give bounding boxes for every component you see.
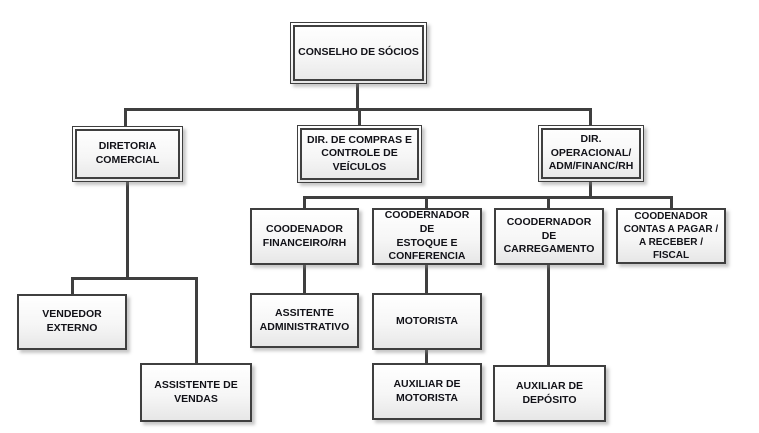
connector-line bbox=[358, 108, 361, 125]
org-node-conselho-de-socios: CONSELHO DE SÓCIOS bbox=[290, 22, 427, 84]
org-node-diretoria-comercial: DIRETORIA COMERCIAL bbox=[72, 126, 183, 182]
org-node-label: MOTORISTA bbox=[395, 314, 459, 327]
org-node-auxiliar-de-deposito: AUXILIAR DE DEPÓSITO bbox=[493, 365, 606, 422]
org-node-assistente-de-vendas: ASSISTENTE DE VENDAS bbox=[140, 363, 252, 422]
org-node-motorista: MOTORISTA bbox=[372, 293, 482, 350]
org-node-coodernador-estoque-conferencia: COODERNADOR DE ESTOQUE E CONFERENCIA bbox=[372, 208, 482, 265]
connector-line bbox=[547, 196, 550, 208]
connector-line bbox=[124, 108, 127, 126]
connector-line bbox=[425, 265, 428, 293]
org-node-auxiliar-de-motorista: AUXILIAR DE MOTORISTA bbox=[372, 363, 482, 420]
org-node-label: ASSITENTE ADMINISTRATIVO bbox=[259, 306, 350, 333]
org-node-label: CONSELHO DE SÓCIOS bbox=[298, 46, 419, 59]
org-node-coodenador-financeiro-rh: COODENADOR FINANCEIRO/RH bbox=[250, 208, 359, 265]
org-node-label: AUXILIAR DE DEPÓSITO bbox=[515, 379, 584, 406]
connector-line bbox=[589, 108, 592, 125]
org-node-label: DIR. OPERACIONAL/ ADM/FINANC/RH bbox=[548, 133, 634, 173]
org-node-label: ASSISTENTE DE VENDAS bbox=[154, 378, 238, 405]
connector-line bbox=[303, 196, 673, 199]
connector-line bbox=[670, 196, 673, 208]
org-node-label: DIRETORIA COMERCIAL bbox=[95, 140, 160, 166]
org-node-dir-compras-controle-veiculos: DIR. DE COMPRAS E CONTROLE DE VEÍCULOS bbox=[297, 125, 422, 183]
connector-line bbox=[195, 277, 198, 363]
connector-line bbox=[303, 265, 306, 293]
org-node-label: AUXILIAR DE MOTORISTA bbox=[393, 377, 461, 404]
connector-line bbox=[126, 181, 129, 280]
org-node-label: COODENADOR FINANCEIRO/RH bbox=[262, 222, 347, 249]
connector-line bbox=[589, 182, 592, 199]
connector-line bbox=[71, 277, 74, 294]
org-node-label: DIR. DE COMPRAS E CONTROLE DE VEÍCULOS bbox=[306, 133, 412, 173]
org-node-label: VENDEDOR EXTERNO bbox=[42, 308, 102, 334]
connector-line bbox=[303, 196, 306, 208]
org-node-dir-operacional-adm-financ-rh: DIR. OPERACIONAL/ ADM/FINANC/RH bbox=[538, 125, 644, 182]
org-node-label: COODENADOR CONTAS A PAGAR / A RECEBER / … bbox=[623, 211, 719, 261]
connector-line bbox=[425, 350, 428, 363]
org-node-vendedor-externo: VENDEDOR EXTERNO bbox=[17, 294, 127, 350]
connector-line bbox=[356, 84, 359, 110]
connector-line bbox=[547, 265, 550, 365]
org-node-assitente-administrativo: ASSITENTE ADMINISTRATIVO bbox=[250, 293, 359, 348]
org-node-coodenador-contas: COODENADOR CONTAS A PAGAR / A RECEBER / … bbox=[616, 208, 726, 264]
org-node-coodernador-carregamento: COODERNADOR DE CARREGAMENTO bbox=[494, 208, 604, 265]
org-node-label: COODERNADOR DE CARREGAMENTO bbox=[503, 216, 595, 256]
connector-line bbox=[71, 277, 198, 280]
org-node-label: COODERNADOR DE ESTOQUE E CONFERENCIA bbox=[384, 209, 470, 263]
connector-line bbox=[425, 196, 428, 208]
